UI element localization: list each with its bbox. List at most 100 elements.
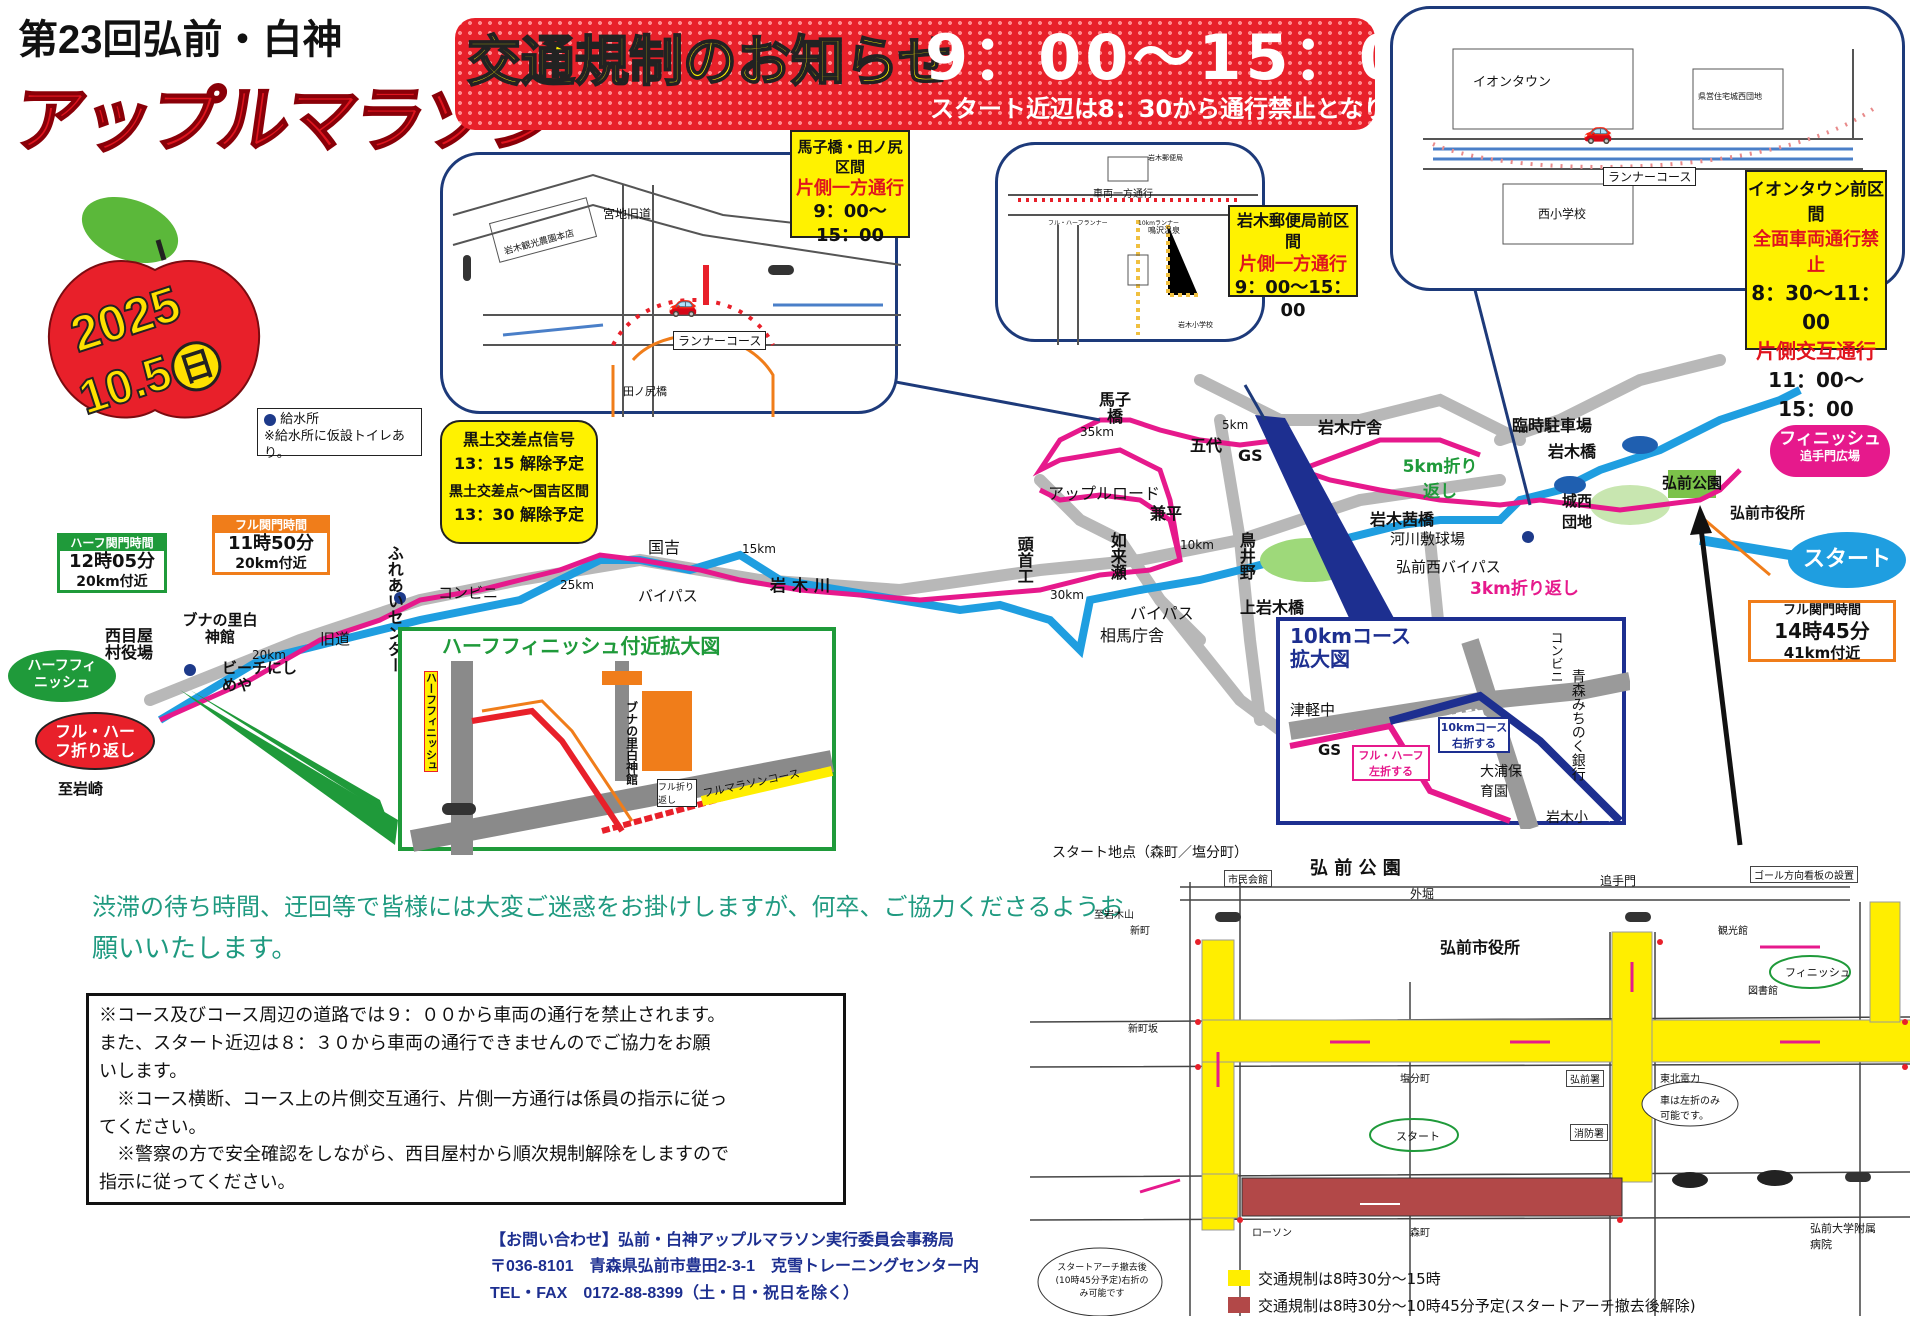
detail-shinmachi: 新町 (1130, 926, 1150, 937)
inset-iwaki-post-map (1008, 156, 1258, 345)
water-icon (264, 413, 276, 426)
inset-half-finish-title: ハーフフィニッシュ付近拡大図 (442, 634, 721, 658)
inset-10km-tsugaru: 津軽中 (1290, 701, 1336, 719)
detail-start: スタート (1396, 1130, 1440, 1143)
notes-box: ※コース及びコース周辺の道路では９：００から車両の通行を禁止されます。 また、ス… (86, 993, 846, 1205)
inset-10km-right: 10kmコース右折する (1438, 717, 1510, 753)
label-bunanosato: ブナの里白神館 (182, 611, 258, 646)
kurotsuchi-notice: 黒土交差点信号 13：15 解除予定 黒土交差点～国吉区間 13：30 解除予定 (440, 420, 598, 544)
banner-note: スタート近辺は8：30から通行禁止となります。 (930, 95, 1457, 123)
half-finish-badge-label: ハーフフィニッシュ (27, 658, 97, 691)
makobashi-notice-time: 9：00～15：00 (813, 201, 887, 246)
label-kurase: 如来瀬 (1107, 532, 1127, 580)
detail-morimachi: 森町 (1410, 1228, 1430, 1239)
inset-iwaki-school: 岩木小学校 (1178, 321, 1213, 329)
kurotsuchi-line3: 黒土交差点～国吉区間 (449, 484, 589, 500)
contact-line2: 〒036-8101 青森県弘前市豊田2-3-1 克雪トレーニングセンター内 (490, 1258, 979, 1276)
label-turn5k: 5km折り返し (1402, 457, 1478, 502)
contact-line3: TEL・FAX 0172-88-8399（土・日・祝日を除く） (490, 1284, 859, 1302)
label-nishimeya: 西目屋村役場 (104, 626, 153, 662)
label-km5: 5km (1222, 418, 1249, 432)
water-legend-title: 給水所 (280, 412, 320, 427)
inset-makobashi-runner: ランナーコース (673, 331, 767, 350)
turnaround-badge: フル・ハーフ折り返し (35, 712, 155, 770)
finish-badge-sub: 追手門広場 (1799, 449, 1860, 464)
apology-text: 渋滞の待ち時間、迂回等で皆様には大変ご迷惑をお掛けしますが、何卒、ご協力くださる… (92, 888, 1124, 970)
label-km10: 10km (1180, 538, 1214, 552)
detail-map: スタート地点（森町／塩分町） 弘 前 公 園 外堀 追手門 市民会館 至岩木山 … (1030, 842, 1910, 1316)
start-block (1241, 1177, 1623, 1217)
inset-makobashi-tanojiri: 田ノ尻橋 (623, 385, 667, 398)
inset-half-finish-map (409, 661, 835, 855)
full-cutoff-title: フル関門時間 (215, 518, 327, 533)
detail-police: 弘前署 (1566, 1070, 1604, 1087)
inset-10km-left: フル・ハーフ左折する (1352, 745, 1430, 781)
apology-line2: 願いいたします。 (92, 933, 298, 964)
inset-makobashi-road: 宮地旧道 (603, 207, 652, 221)
inset-aeon-school: 西小学校 (1538, 207, 1587, 221)
banner-time: 9：00～15：00 (925, 21, 1453, 94)
half-cutoff: ハーフ関門時間 12時05分 20km付近 (57, 533, 167, 593)
notes-line1: ※コース及びコース周辺の道路では９：００から車両の通行を禁止されます。 (99, 1005, 726, 1026)
finish-badge-title: フィニッシュ (1779, 429, 1881, 449)
aeon-notice-time2: 11：00～15：00 (1768, 368, 1864, 422)
inset-iwaki-full: フル・ハーフランナー (1048, 220, 1108, 227)
inset-half-finish-buna: ブナの里白神館 (624, 701, 639, 785)
detail-shiwaku: 塩分町 (1400, 1074, 1430, 1085)
label-km20: 20km (252, 648, 286, 662)
makobashi-notice-title: 馬子橋・田ノ尻区間 (797, 138, 903, 176)
detail-park: 弘 前 公 園 (1310, 858, 1401, 879)
label-kamiiwaki: 上岩木橋 (1240, 598, 1305, 617)
legend-brown-swatch (1228, 1297, 1250, 1313)
makobashi-notice: 馬子橋・田ノ尻区間 片側一方通行 9：00～15：00 (790, 130, 910, 246)
inset-iwaki-oneway: 車両一方通行 (1093, 189, 1153, 200)
label-kobukuro: 頭首工 (1014, 536, 1034, 584)
notes-line4: ※コース横断、コース上の片側交互通行、片側一方通行は係員の指示に従っ (99, 1088, 728, 1110)
inset-iwaki-post-office: 岩木郵便局 (1148, 154, 1183, 162)
label-km30: 30km (1050, 588, 1084, 602)
full-cutoff2-title: フル関門時間 (1782, 603, 1861, 618)
legend-yellow-swatch (1228, 1270, 1250, 1286)
banner-title: 交通規制のお知らせ (466, 30, 953, 93)
full-cutoff-place: 20km付近 (235, 555, 307, 572)
inset-half-finish-turn: フル折り返し (657, 779, 697, 807)
detail-finish: フィニッシュ (1785, 966, 1851, 979)
detail-city-museum: 市民会館 (1224, 870, 1272, 887)
notes-line2: また、スタート近辺は８：３０から車両の通行できませんのでご協力をお願 (99, 1032, 711, 1054)
label-iwasaki: 至岩崎 (58, 780, 104, 798)
iwaki-post-notice: 岩木郵便局前区間 片側一方通行 9：00～15：00 (1228, 205, 1358, 321)
apology-line1: 渋滞の待ち時間、迂回等で皆様には大変ご迷惑をお掛けしますが、何卒、ご協力くださる… (92, 893, 1124, 921)
inset-half-finish: ハーフフィニッシュ付近拡大図 ハーフフィニッシュ ブナの里白神館 フルマラソンコ… (398, 627, 836, 855)
contact-line1: 【お問い合わせ】弘前・白神アップルマラソン実行委員会事務局 (490, 1232, 955, 1249)
inset-10km-title2: 拡大図 (1290, 647, 1350, 671)
label-park: 弘前公園 (1662, 474, 1723, 492)
detail-tourist: 観光館 (1718, 926, 1748, 937)
notes-line3: いします。 (99, 1060, 188, 1082)
label-gs: GS (1238, 446, 1263, 465)
inset-10km: 10kmコース 拡大図 津軽中 GS コンビニ 青森みちのく銀行 10kmコース… (1276, 617, 1630, 829)
detail-tohoku: 東北電力 (1660, 1074, 1700, 1085)
label-km25: 25km (560, 578, 594, 592)
water-legend: 給水所 ※給水所に仮設トイレあり。 (257, 408, 422, 461)
iwaki-post-notice-rule: 片側一方通行 (1239, 253, 1347, 275)
label-nishibypass: 弘前西バイパス (1396, 558, 1501, 576)
detail-pointer (1697, 519, 1743, 846)
label-bypass: バイパス (638, 587, 698, 605)
half-cutoff-place: 20km付近 (76, 573, 148, 590)
full-cutoff2-place: 41km付近 (1783, 644, 1861, 663)
aeon-notice-title: イオンタウン前区間 (1748, 180, 1884, 225)
detail-moat: 外堀 (1410, 887, 1435, 901)
full-cutoff2: フル関門時間 14時45分 41km付近 (1748, 600, 1896, 662)
label-konbini: コンビニ (438, 584, 499, 602)
label-jousai: 城西団地 (1562, 492, 1593, 531)
aeon-notice-rule1: 全面車両通行禁止 (1753, 229, 1879, 277)
inset-half-finish-label: ハーフフィニッシュ (424, 671, 438, 772)
full-cutoff2-time: 14時45分 (1774, 619, 1870, 644)
inset-aeon-runner: ランナーコース (1603, 167, 1697, 186)
turnaround-label: フル・ハーフ折り返し (54, 722, 135, 761)
course-line (158, 417, 1742, 723)
label-kanehira: 兼平 (1150, 504, 1183, 523)
label-kyudo: 旧道 (320, 630, 351, 648)
label-iwakigawa: 岩木川 (770, 576, 837, 595)
detail-fire: 消防署 (1570, 1124, 1608, 1141)
